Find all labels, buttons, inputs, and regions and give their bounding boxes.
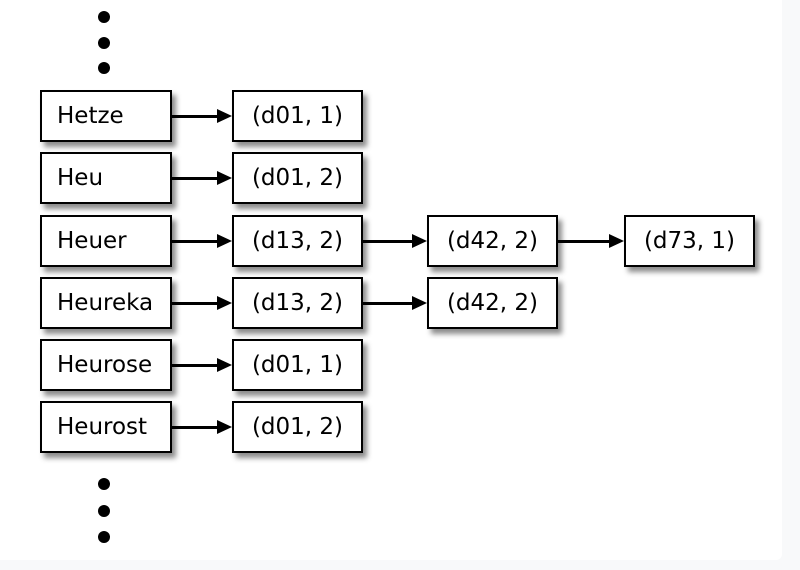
posting-label: (d13, 2) bbox=[251, 290, 344, 316]
posting-label: (d01, 1) bbox=[251, 352, 344, 378]
term-label: Heurose bbox=[57, 352, 153, 378]
term-label: Heu bbox=[57, 165, 104, 191]
ellipsis-dot-bottom-1 bbox=[98, 478, 110, 490]
slide-canvas: Hetze (d01, 1) Heu (d01, 2) Heuer (d13, … bbox=[0, 0, 782, 560]
arrow-heu-posting-1 bbox=[172, 176, 217, 180]
posting-box-heureka-2: (d42, 2) bbox=[427, 277, 558, 329]
posting-box-heu-1: (d01, 2) bbox=[232, 152, 363, 204]
posting-box-heuer-1: (d13, 2) bbox=[232, 215, 363, 267]
posting-label: (d42, 2) bbox=[446, 228, 539, 254]
term-label: Heurost bbox=[57, 414, 148, 440]
term-label: Heuer bbox=[57, 228, 127, 254]
term-box-heureka: Heureka bbox=[40, 277, 172, 329]
posting-label: (d42, 2) bbox=[446, 290, 539, 316]
posting-box-hetze-1: (d01, 1) bbox=[232, 90, 363, 142]
posting-box-heureka-1: (d13, 2) bbox=[232, 277, 363, 329]
posting-box-heurose-1: (d01, 1) bbox=[232, 339, 363, 391]
posting-label: (d13, 2) bbox=[251, 228, 344, 254]
arrow-hetze-posting-1 bbox=[172, 114, 217, 118]
ellipsis-dot-bottom-2 bbox=[98, 505, 110, 517]
term-box-heu: Heu bbox=[40, 152, 172, 204]
term-label: Heureka bbox=[57, 290, 154, 316]
arrow-heureka-posting-1 bbox=[172, 301, 217, 305]
arrow-heuer-posting-1 bbox=[172, 239, 217, 243]
ellipsis-dot-bottom-3 bbox=[98, 531, 110, 543]
posting-label: (d01, 2) bbox=[251, 165, 344, 191]
term-box-heurost: Heurost bbox=[40, 401, 172, 453]
posting-label: (d73, 1) bbox=[643, 228, 736, 254]
term-box-hetze: Hetze bbox=[40, 90, 172, 142]
ellipsis-dot-top-2 bbox=[98, 37, 110, 49]
arrow-heureka-posting-2 bbox=[363, 301, 412, 305]
posting-label: (d01, 1) bbox=[251, 103, 344, 129]
term-box-heuer: Heuer bbox=[40, 215, 172, 267]
arrow-heurost-posting-1 bbox=[172, 425, 217, 429]
posting-box-heurost-1: (d01, 2) bbox=[232, 401, 363, 453]
term-label: Hetze bbox=[57, 103, 124, 129]
ellipsis-dot-top-1 bbox=[98, 11, 110, 23]
posting-box-heuer-3: (d73, 1) bbox=[624, 215, 755, 267]
arrow-heurose-posting-1 bbox=[172, 363, 217, 367]
arrow-heuer-posting-2 bbox=[363, 239, 412, 243]
arrow-heuer-posting-3 bbox=[558, 239, 609, 243]
ellipsis-dot-top-3 bbox=[98, 62, 110, 74]
posting-label: (d01, 2) bbox=[251, 414, 344, 440]
posting-box-heuer-2: (d42, 2) bbox=[427, 215, 558, 267]
term-box-heurose: Heurose bbox=[40, 339, 172, 391]
